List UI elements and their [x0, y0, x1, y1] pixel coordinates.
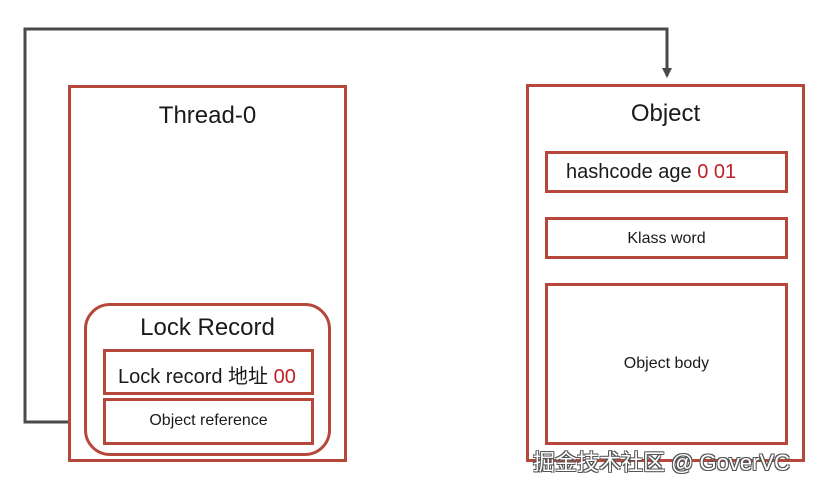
lock-record-address-label: Lock record 地址	[118, 366, 269, 388]
object-reference-box: Object reference	[103, 398, 314, 445]
object-body-label: Object body	[623, 355, 710, 372]
klass-word-label: Klass word	[627, 230, 706, 247]
lock-record-address-box: Lock record 地址 00	[103, 349, 314, 395]
thread-title: Thread-0	[158, 102, 257, 129]
lock-record-address-text: Lock record 地址 00	[118, 360, 296, 389]
mark-word-label: hashcode age	[566, 161, 692, 183]
lock-record-address-bits: 00	[273, 366, 296, 388]
mark-word-box: hashcode age 0 01	[545, 151, 788, 193]
object-reference-label: Object reference	[149, 412, 268, 429]
object-body-box: Object body	[545, 283, 788, 445]
mark-word-text: hashcode age 0 01	[566, 161, 736, 184]
object-title: Object	[630, 100, 701, 127]
klass-word-box: Klass word	[545, 217, 788, 259]
mark-word-bits: 0 01	[697, 161, 737, 183]
watermark: 掘金技术社区 @ GoverVC	[533, 450, 791, 475]
lock-record-title: Lock Record	[140, 314, 275, 341]
